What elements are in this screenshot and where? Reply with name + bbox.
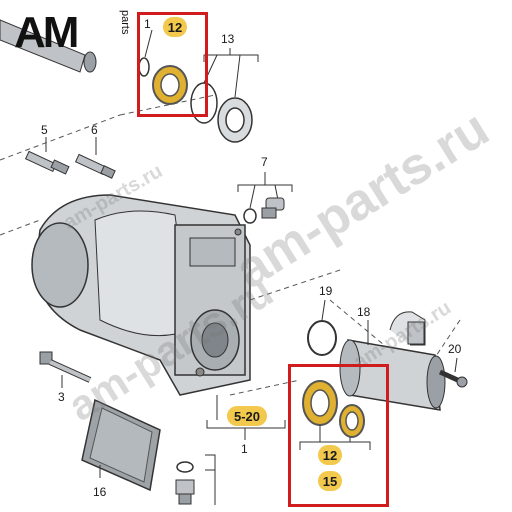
am-parts-logo-sub: parts [119,10,131,35]
callout-20: 20 [448,342,462,356]
gearbox-housing [31,194,251,396]
bolt-20 [438,357,468,388]
bolt-5 [24,137,70,175]
bolt-6 [74,137,116,179]
callout-13: 13 [221,32,235,46]
callout-3: 3 [58,390,65,404]
badge-15-bottom: 15 [318,471,342,491]
badge-5-20: 5-20 [227,406,267,426]
callout-16: 16 [93,485,107,499]
badge-12-bottom: 12 [318,445,342,465]
callout-18: 18 [357,305,371,319]
badge-12-top: 12 [163,17,187,37]
callout-7: 7 [261,155,268,169]
bolt-3 [39,351,92,388]
callout-5: 5 [41,123,48,137]
callout-19: 19 [319,284,333,298]
callout-1-bottom: 1 [241,442,248,456]
callout-1-top: 1 [144,17,151,31]
o-ring-19 [307,320,337,356]
washer-7 [243,208,257,224]
callout-6: 6 [91,123,98,137]
shaft [0,19,97,73]
am-parts-logo: AM [14,8,79,57]
highlight-box-top [137,12,208,117]
cover-plate-16 [81,398,161,492]
actuator-18 [339,311,446,411]
plug-bottom [175,479,195,505]
dashed-guides [0,94,461,396]
plug-7 [261,197,285,219]
highlight-box-bottom [288,364,389,507]
